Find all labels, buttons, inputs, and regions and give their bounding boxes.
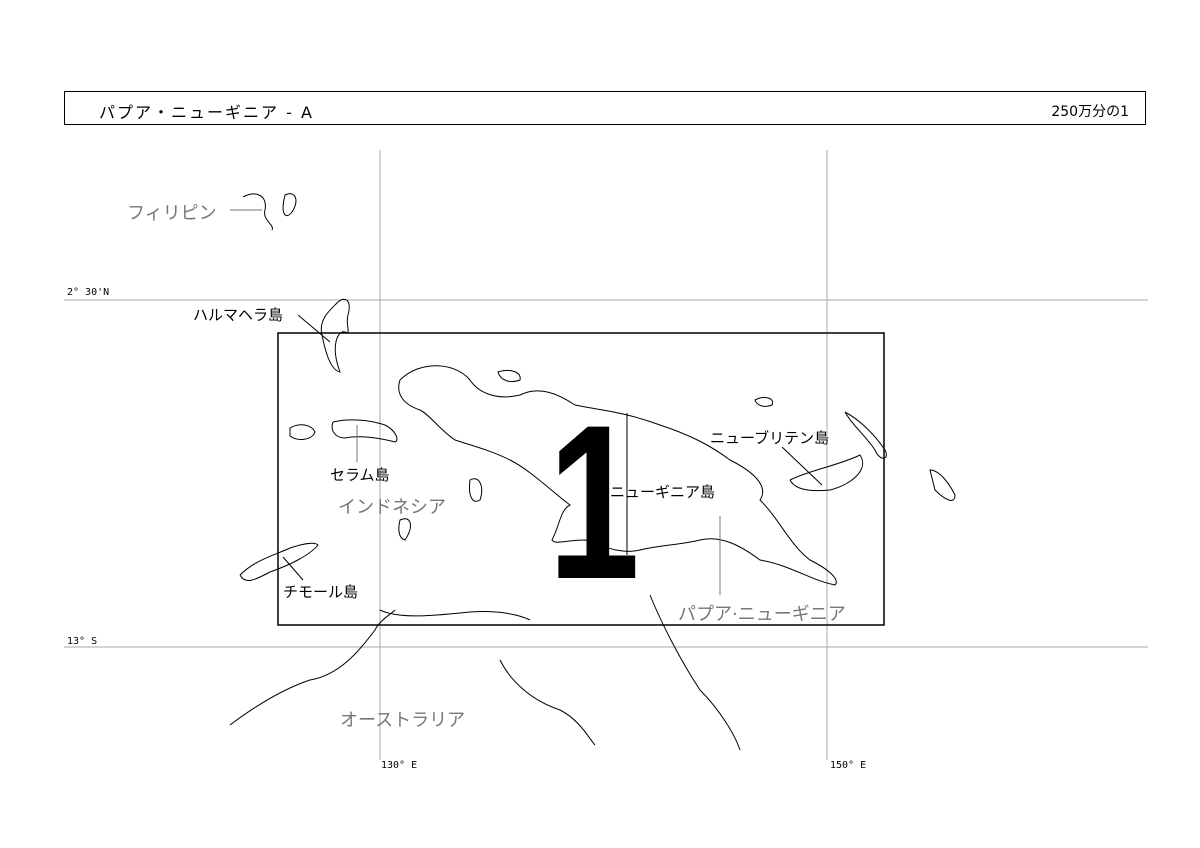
label-papua-new-guinea: パプア·ニューギニア bbox=[678, 604, 846, 625]
leader-lines bbox=[230, 209, 823, 595]
islands-east bbox=[754, 397, 956, 501]
label-australia: オーストラリア bbox=[340, 710, 466, 731]
leader-timor bbox=[282, 556, 304, 581]
new-britain-coast bbox=[789, 454, 863, 492]
islands-misc bbox=[398, 369, 521, 541]
lon-label-east: 150° E bbox=[830, 760, 867, 771]
halmahera-coast bbox=[320, 298, 350, 373]
sheet-number[interactable]: 1 bbox=[548, 379, 640, 625]
buru-coast bbox=[289, 424, 316, 440]
label-indonesia: インドネシア bbox=[338, 497, 446, 518]
leader-new-britain bbox=[781, 446, 823, 486]
leader-halmahera bbox=[297, 314, 331, 343]
label-halmahera: ハルマヘラ島 bbox=[193, 306, 284, 324]
new-ireland-coast bbox=[844, 411, 887, 459]
index-sheet-frame[interactable] bbox=[277, 332, 885, 626]
label-new-guinea: ニューギニア島 bbox=[610, 483, 716, 501]
coastlines bbox=[229, 193, 956, 751]
lat-label-south: 13° S bbox=[67, 636, 98, 647]
graticule bbox=[64, 150, 1148, 760]
lon-label-west: 130° E bbox=[381, 760, 418, 771]
lat-label-north: 2° 30'N bbox=[67, 287, 110, 298]
map-title: パプア・ニューギニア - A bbox=[99, 103, 314, 122]
new-guinea-coast bbox=[398, 365, 837, 586]
label-timor: チモール島 bbox=[283, 583, 359, 601]
timor-coast bbox=[239, 542, 319, 582]
australia-coast bbox=[229, 594, 741, 751]
title-box: パプア・ニューギニア - A 250万分の1 bbox=[64, 91, 1146, 125]
map-scale: 250万分の1 bbox=[1051, 104, 1129, 120]
seram-coast bbox=[331, 419, 398, 443]
label-philippines: フィリピン bbox=[127, 203, 217, 224]
label-seram: セラム島 bbox=[330, 466, 390, 484]
label-new-britain: ニューブリテン島 bbox=[710, 429, 830, 447]
philippines-coast bbox=[242, 193, 297, 231]
